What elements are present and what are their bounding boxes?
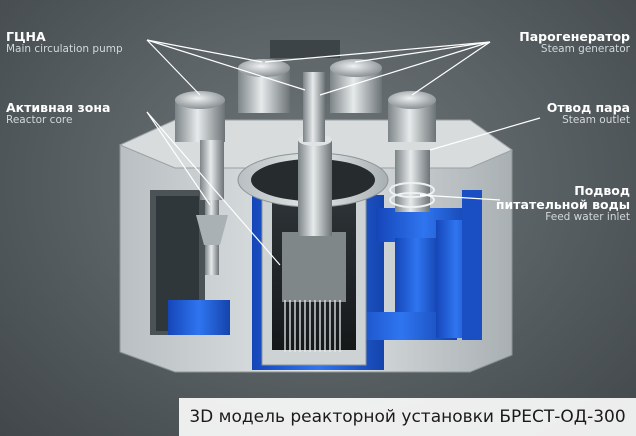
label-steam-outlet-en: Steam outlet bbox=[562, 114, 630, 126]
label-core-ru: Активная зона bbox=[6, 100, 111, 115]
label-feed-water-ru2: питательной воды bbox=[495, 197, 630, 212]
label-pump-ru: ГЦНА bbox=[6, 29, 46, 44]
reactor-core bbox=[282, 72, 346, 352]
label-pump-en: Main circulation pump bbox=[6, 43, 123, 55]
label-core-en: Reactor core bbox=[6, 114, 73, 126]
label-feed-water-ru1: Подвод bbox=[574, 183, 630, 198]
label-steam-outlet-ru: Отвод пара bbox=[546, 100, 630, 115]
label-steam-outlet: Отвод пара Steam outlet bbox=[547, 101, 630, 127]
steam-generator-drums bbox=[175, 40, 436, 142]
label-steam-generator: Парогенератор Steam generator bbox=[519, 30, 630, 56]
label-steam-generator-en: Steam generator bbox=[540, 43, 630, 55]
label-feed-water-en: Feed water inlet bbox=[545, 211, 630, 223]
feed-water-coil bbox=[389, 150, 435, 212]
label-pump: ГЦНА Main circulation pump bbox=[6, 30, 123, 56]
caption-banner: 3D модель реакторной установки БРЕСТ-ОД-… bbox=[179, 398, 636, 436]
label-feed-water: Подвод питательной воды Feed water inlet bbox=[496, 184, 630, 224]
label-steam-generator-ru: Парогенератор bbox=[519, 29, 630, 44]
leader-lines bbox=[146, 39, 541, 266]
label-core: Активная зона Reactor core bbox=[6, 101, 110, 127]
pump-assembly bbox=[196, 140, 228, 275]
